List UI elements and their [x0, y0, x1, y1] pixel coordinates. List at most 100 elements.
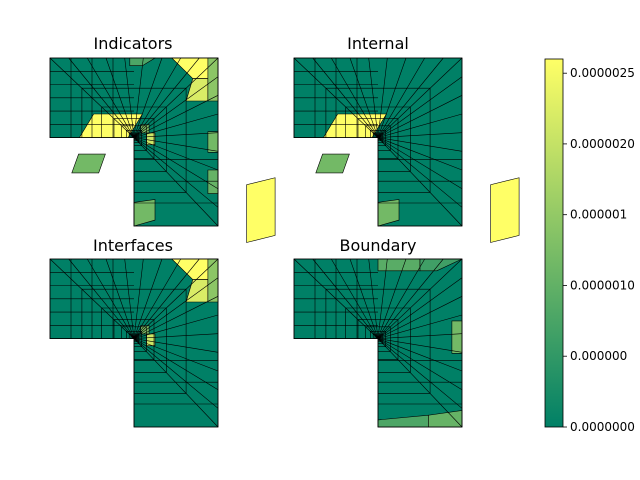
mesh-line — [133, 137, 219, 171]
mesh-line — [133, 57, 219, 138]
mesh-cell-2 — [207, 258, 219, 303]
mesh-line — [377, 258, 463, 339]
mesh-line — [377, 333, 463, 339]
mesh-outline — [293, 57, 463, 227]
mesh-line — [312, 57, 379, 138]
colorbar — [544, 58, 564, 428]
colorbar-tick-label: 0.000001 — [570, 208, 627, 222]
mesh-line — [377, 113, 463, 138]
mesh-line — [133, 76, 219, 138]
mesh-line — [133, 57, 200, 138]
mesh-cell-7 — [207, 131, 219, 153]
mesh-line — [377, 338, 463, 390]
mesh-line — [331, 258, 379, 339]
mesh-line — [377, 338, 463, 428]
mesh-panel-internal — [293, 57, 520, 243]
mesh-line — [377, 57, 425, 138]
mesh-cell-8 — [207, 169, 219, 194]
mesh-line — [377, 338, 463, 372]
mesh-line — [133, 314, 219, 339]
panel-title-interfaces: Interfaces — [93, 236, 173, 255]
mesh-line — [133, 57, 181, 138]
mesh-line — [377, 57, 407, 138]
colorbar-tick-label: 0.0000025 — [570, 66, 635, 80]
colorbar-tick-label: 0.0000020 — [570, 137, 635, 151]
mesh-line — [105, 57, 135, 138]
mesh-line — [377, 137, 463, 208]
mesh-line — [377, 258, 425, 339]
mesh-line — [133, 258, 163, 339]
mesh-line — [68, 258, 135, 339]
mesh-line — [377, 57, 463, 138]
mesh-outline — [49, 57, 219, 227]
mesh-line — [124, 258, 135, 339]
mesh-line — [133, 333, 219, 339]
panel-title-internal: Internal — [347, 34, 409, 53]
mesh-line — [377, 338, 463, 353]
mesh-line — [133, 338, 219, 409]
mesh-line — [312, 258, 379, 339]
mesh-line — [377, 338, 463, 409]
mesh-line — [105, 258, 135, 339]
mesh-line — [331, 57, 379, 138]
mesh-line — [87, 57, 135, 138]
mesh-outline — [293, 258, 463, 428]
mesh-line — [133, 57, 163, 138]
mesh-panel-indicators — [49, 57, 276, 243]
mesh-line — [377, 258, 388, 339]
mesh-line — [349, 57, 379, 138]
mesh-line — [133, 277, 219, 339]
mesh-line — [368, 57, 379, 138]
colorbar-ticks: 0.0000000 0.000000 0.0000010 0.000001 0.0000… — [563, 66, 635, 434]
mesh-line — [68, 57, 135, 138]
mesh-line — [133, 258, 181, 339]
mesh-line — [377, 95, 463, 138]
mesh-line — [377, 137, 463, 171]
mesh-line — [377, 314, 463, 339]
mesh-line — [133, 137, 219, 152]
mesh-cell-0 — [377, 258, 421, 272]
mesh-line — [87, 258, 135, 339]
mesh-line — [133, 258, 200, 339]
colorbar-tick-label: 0.0000000 — [570, 420, 635, 434]
mesh-line — [377, 57, 388, 138]
mesh-line — [368, 258, 379, 339]
mesh-line — [377, 76, 463, 138]
mesh-line — [377, 277, 463, 339]
mesh-cell-1 — [490, 177, 520, 243]
panel-title-boundary: Boundary — [339, 236, 416, 255]
mesh-cell-1 — [246, 177, 276, 243]
mesh-line — [133, 137, 219, 208]
mesh-line — [133, 57, 144, 138]
mesh-line — [133, 258, 219, 339]
mesh-line — [133, 95, 219, 138]
mesh-line — [133, 338, 219, 372]
mesh-line — [377, 132, 463, 138]
mesh-line — [133, 137, 219, 189]
mesh-line — [377, 137, 463, 227]
mesh-line — [377, 137, 463, 189]
mesh-outline — [49, 258, 219, 428]
mesh-panel-interfaces — [49, 258, 219, 428]
mesh-panel-boundary — [293, 258, 463, 428]
mesh-cell-2 — [315, 153, 350, 174]
mesh-line — [377, 258, 407, 339]
mesh-line — [349, 258, 379, 339]
mesh-line — [377, 258, 444, 339]
mesh-line — [133, 137, 219, 227]
panel-title-indicators: Indicators — [93, 34, 172, 53]
colorbar-tick-label: 0.0000010 — [570, 279, 635, 293]
mesh-line — [133, 338, 219, 353]
mesh-line — [377, 57, 444, 138]
colorbar-tick-label: 0.000000 — [570, 349, 627, 363]
mesh-cell-4 — [207, 57, 219, 102]
mesh-line — [377, 137, 463, 152]
mesh-cell-2 — [451, 320, 463, 354]
mesh-line — [133, 338, 219, 428]
mesh-line — [133, 338, 219, 390]
mesh-line — [133, 296, 219, 339]
mesh-line — [133, 132, 219, 138]
mesh-line — [124, 57, 135, 138]
